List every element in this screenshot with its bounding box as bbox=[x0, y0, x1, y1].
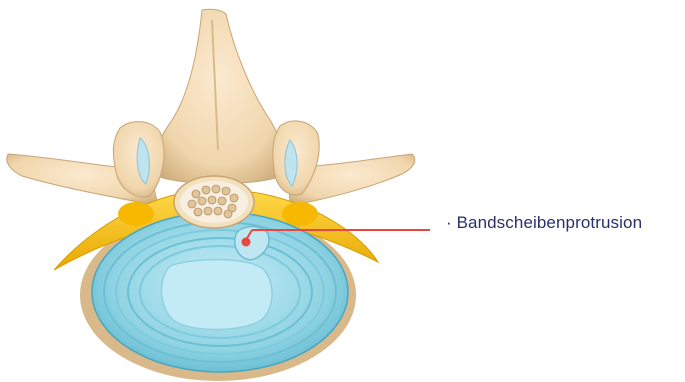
protrusion-label: · Bandscheibenprotrusion bbox=[446, 213, 642, 233]
spinous-process bbox=[154, 9, 285, 183]
nucleus-pulposus bbox=[161, 260, 272, 330]
pointer-dot bbox=[242, 238, 251, 247]
spinal-cord bbox=[174, 176, 254, 228]
